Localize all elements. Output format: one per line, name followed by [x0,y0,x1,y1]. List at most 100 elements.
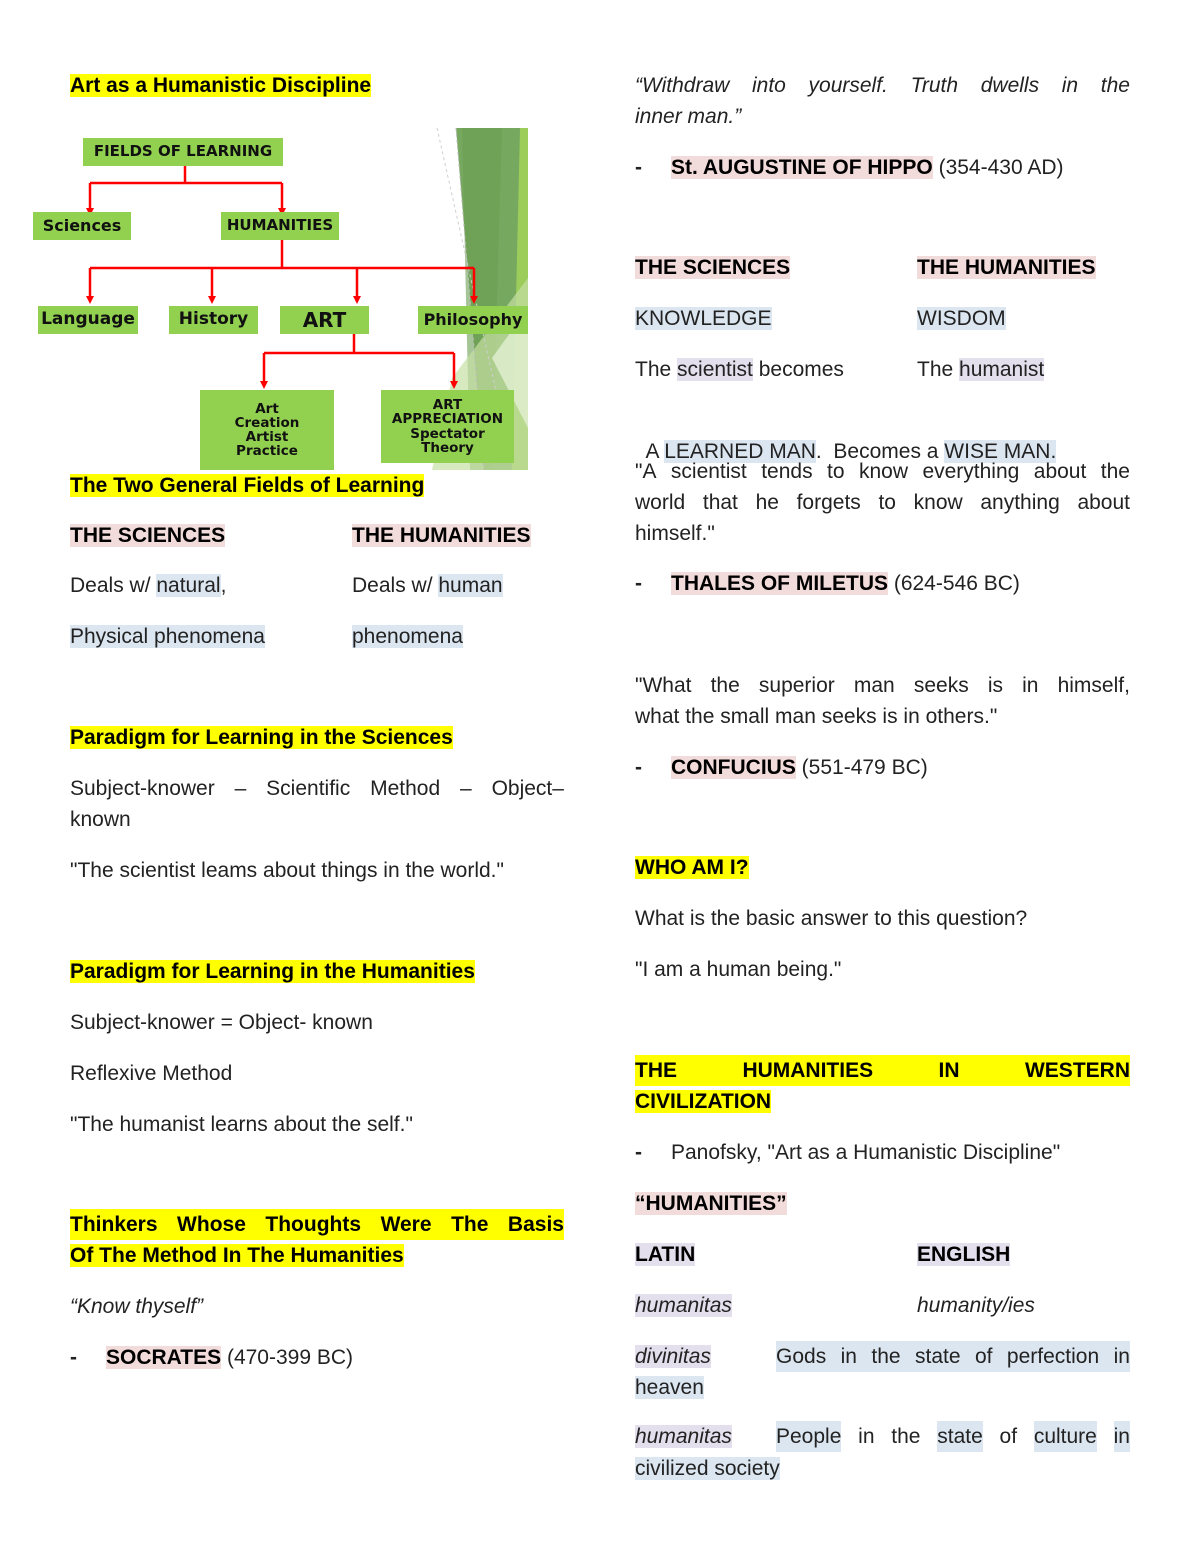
augustine-quote-line1: “Withdraw into yourself. Truth dwells in… [635,70,1130,101]
diagram-node-philosophy-label: Philosophy [423,309,523,329]
row1-english: humanity/ies [917,1290,1035,1321]
word: everything [922,460,1020,483]
word: state [915,1345,961,1368]
augustine-quote-line2: inner man.” [635,101,741,132]
word: in [1022,674,1039,697]
word: the [1100,74,1130,97]
section-heading-text: WHO AM I? [635,856,749,879]
thinker-name: SOCRATES [106,1346,222,1369]
text: A [645,440,665,463]
word: Thinkers [70,1213,158,1236]
thinker-name: CONFUCIUS [671,756,796,779]
row2-definition-line1: Gods in the state of perfection in [776,1341,1130,1372]
header-text: LATIN [635,1243,696,1266]
diagram-node-art-appreciation-line: Theory [421,439,474,456]
compare-knowledge: KNOWLEDGE [635,303,772,334]
word: Basis [507,1213,564,1236]
diagram-node-humanities-label: HUMANITIES [226,216,334,235]
thales-quote-line1: "A scientist tends to know everything ab… [635,456,1130,487]
word: in [840,1345,857,1368]
diagram-node-root-label: FIELDS OF LEARNING [93,142,273,161]
section-heading-paradigm-humanities: Paradigm for Learning in the Humanities [70,956,475,987]
section-heading-western: THE HUMANITIES IN WESTERN [635,1055,1130,1086]
word: the [891,1425,921,1448]
word: dwells [980,74,1040,97]
text: Deals w/ [70,574,157,597]
who-am-i-answer: "I am a human being." [635,954,841,985]
latin-term: humanitas [635,1425,732,1448]
augustine-attribution: -St. AUGUSTINE OF HIPPO (354-430 AD) [635,152,1064,183]
highlighted-term: LEARNED MAN [664,440,816,463]
socrates-attribution: -SOCRATES (470-399 BC) [70,1342,353,1373]
latin-term: humanitas [635,1294,732,1317]
diagram-node-art-appreciation-line: ART [432,397,463,414]
text: Subject-knower = Object- known [70,1011,373,1034]
word: Thoughts [265,1213,362,1236]
text: becomes [752,358,844,381]
word: tends [761,460,813,483]
text: What is the basic answer to this questio… [635,907,1028,930]
word: of [974,1345,993,1368]
english-term: humanity/ies [917,1294,1035,1317]
section-heading-who-am-i: WHO AM I? [635,852,749,883]
word: Truth [910,74,959,97]
word: Method [370,777,441,800]
word: in [1113,1345,1130,1368]
text: The [917,358,960,381]
diagram-node-language: Language [38,306,138,334]
diagram-node-art-appreciation-line: APPRECIATION [391,411,504,428]
who-am-i-question: What is the basic answer to this questio… [635,903,1027,934]
word: about [1033,460,1087,483]
word: Whose [177,1213,246,1236]
word: that [702,491,738,514]
highlighted-term: scientist [677,358,753,381]
highlighted-term: WISE MAN. [944,440,1057,463]
word: “Withdraw [635,74,730,97]
word: WESTERN [1024,1059,1130,1082]
socrates-quote: “Know thyself” [70,1291,203,1322]
text: Reflexive Method [70,1062,233,1085]
dash-bullet: - [635,156,642,179]
word: the [710,674,740,697]
word: culture [1033,1421,1097,1452]
dash-bullet: - [635,1141,642,1164]
word: Object– [491,777,564,800]
fields-of-learning-diagram: FIELDS OF LEARNING Sciences HUMANITIES L… [32,128,528,470]
section-heading-text: Of The Method In The Humanities [70,1244,404,1267]
text: The [635,358,678,381]
header-text: ENGLISH [917,1243,1011,1266]
english-header: ENGLISH [917,1239,1011,1270]
text: "I am a human being." [635,958,842,981]
thinker-dates: (624-546 BC) [888,572,1020,595]
humanities-header-text: THE HUMANITIES [352,524,531,547]
highlighted-term: human [438,574,503,597]
compare-sciences-header: THE SCIENCES [635,252,791,283]
quote-text: himself." [635,522,715,545]
word: Scientific [266,777,351,800]
diagram-node-art-label: ART [302,307,347,332]
word: HUMANITIES [742,1059,874,1082]
humanities-deals-line: Deals w/ human [352,570,503,601]
thales-attribution: -THALES OF MILETUS (624-546 BC) [635,568,1020,599]
dash-bullet: - [635,756,642,779]
definition-text: heaven [635,1376,704,1399]
diagram-node-humanities: HUMANITIES [221,212,339,240]
diagram-node-art-appreciation: ART APPRECIATION Spectator Theory [381,390,514,463]
word: to [827,460,845,483]
word: Gods [776,1345,827,1368]
diagram-node-art-creation-line: Practice [236,443,298,460]
section-heading-thinkers-cont: Of The Method In The Humanities [70,1240,404,1271]
compare-humanities-header: THE HUMANITIES [917,252,1096,283]
diagram-node-language-label: Language [41,309,135,330]
compare-scientist-line: The scientist becomes [635,354,844,385]
document-title-text: Art as a Humanistic Discipline [70,74,372,97]
section-heading-thinkers: Thinkers Whose Thoughts Were The Basis [70,1209,564,1240]
quote-text: "The scientist leams about things in the… [70,859,504,882]
thales-quote-line2: world that he forgets to know anything a… [635,487,1130,518]
reference-text: Panofsky, "Art as a Humanistic Disciplin… [671,1141,1061,1164]
highlighted-term: KNOWLEDGE [635,307,772,330]
diagram-node-history: History [169,306,258,334]
word: The [451,1213,489,1236]
word: the [871,1345,901,1368]
diagram-node-art-creation-line: Creation [234,414,300,431]
